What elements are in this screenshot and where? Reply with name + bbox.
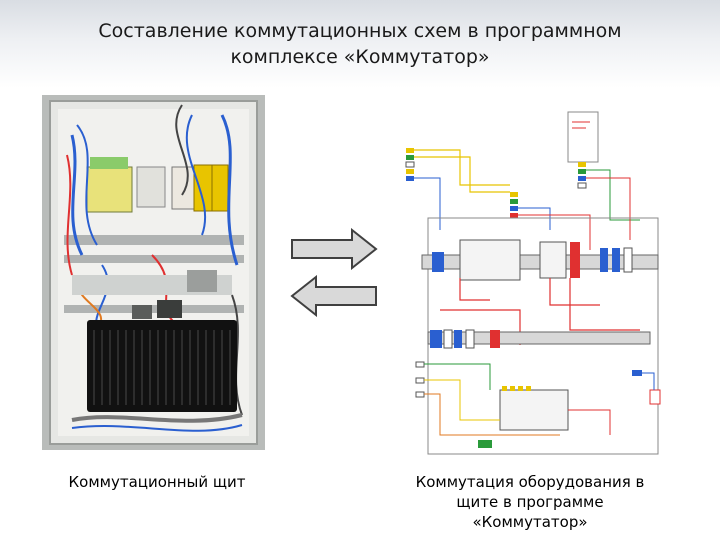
- arrow-left-icon: [290, 275, 377, 317]
- caption-schematic-line-2: щите в программе: [456, 493, 604, 511]
- caption-schematic-line-3: «Коммутатор»: [472, 513, 588, 531]
- caption-cabinet: Коммутационный щит: [68, 473, 246, 491]
- slide-header-band: [0, 0, 720, 88]
- cabinet-photo: [42, 95, 265, 450]
- caption-schematic-line-1: Коммутация оборудования в: [415, 473, 645, 491]
- slide-title-line-1: Составление коммутационных схем в програ…: [98, 20, 622, 42]
- cabinet-photo-illustration: [42, 95, 265, 450]
- slide-title-line-2: комплексе «Коммутатор»: [230, 46, 490, 68]
- wiring-schematic: [400, 100, 662, 460]
- wiring-schematic-drawing: [400, 100, 662, 460]
- arrow-right-icon: [291, 228, 378, 270]
- caption-schematic: Коммутация оборудования в щите в програм…: [380, 472, 680, 532]
- slide-title: Составление коммутационных схем в програ…: [20, 18, 700, 70]
